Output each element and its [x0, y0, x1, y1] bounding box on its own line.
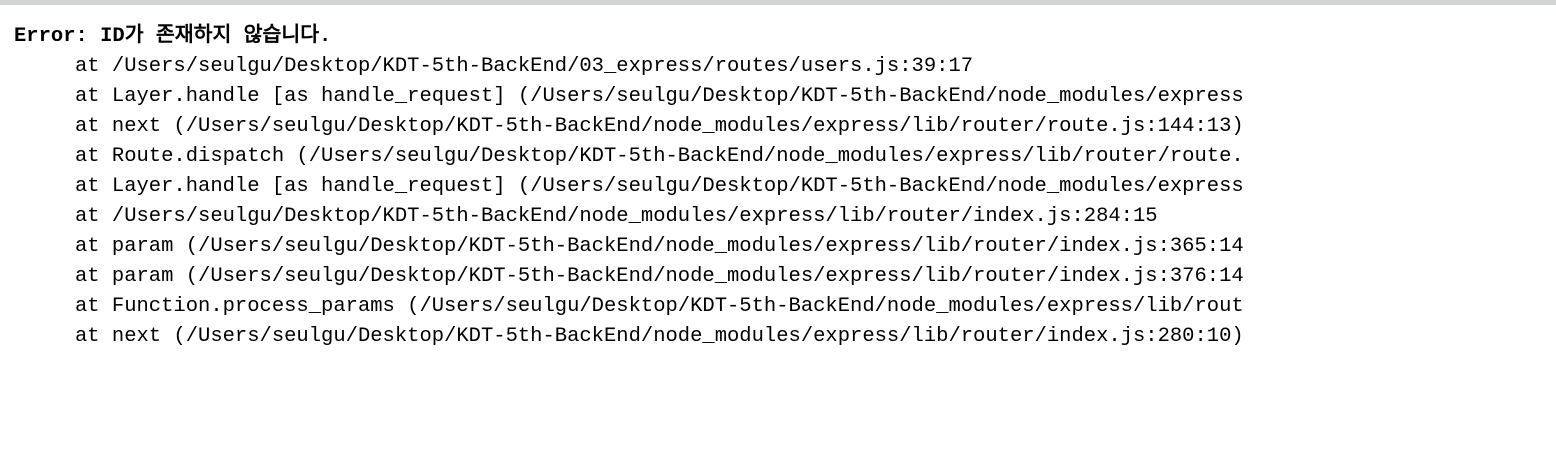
- top-edge-strip: [0, 0, 1556, 5]
- stack-frame-line: at /Users/seulgu/Desktop/KDT-5th-BackEnd…: [75, 205, 1158, 228]
- stack-trace-container: Error: ID가 존재하지 않습니다. at /Users/seulgu/D…: [0, 22, 1556, 352]
- stack-frame-line: at Route.dispatch (/Users/seulgu/Desktop…: [75, 145, 1244, 168]
- stack-frame-line: at param (/Users/seulgu/Desktop/KDT-5th-…: [75, 265, 1244, 288]
- stack-frame-line: at Function.process_params (/Users/seulg…: [75, 295, 1244, 318]
- stack-frame-line: at Layer.handle [as handle_request] (/Us…: [75, 85, 1244, 108]
- stack-frame-line: at next (/Users/seulgu/Desktop/KDT-5th-B…: [75, 325, 1244, 348]
- stack-frame-line: at Layer.handle [as handle_request] (/Us…: [75, 175, 1244, 198]
- stack-frame-line: at /Users/seulgu/Desktop/KDT-5th-BackEnd…: [75, 55, 974, 78]
- stack-frame-line: at next (/Users/seulgu/Desktop/KDT-5th-B…: [75, 115, 1244, 138]
- stack-frame-line: at param (/Users/seulgu/Desktop/KDT-5th-…: [75, 235, 1244, 258]
- error-message-line: Error: ID가 존재하지 않습니다.: [14, 25, 332, 48]
